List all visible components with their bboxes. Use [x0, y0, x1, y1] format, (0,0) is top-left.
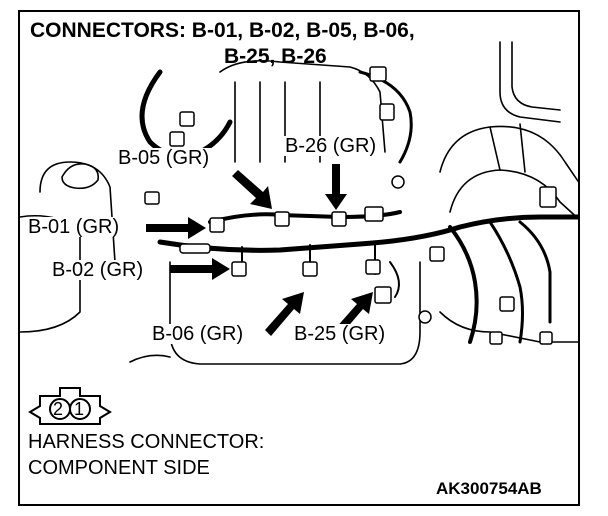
connector-symbol: [28, 387, 112, 425]
misc-connector-10: [539, 331, 553, 345]
callout-b25: B-25 (GR): [292, 323, 388, 345]
diagram-title-line2: B-25, B-26: [224, 45, 327, 68]
pin-1-label: 1: [74, 399, 85, 419]
pin-1-circle: [69, 398, 91, 420]
misc-connector-5: [364, 206, 384, 222]
upper-manifold: [219, 59, 386, 153]
bottom-right-bracket: [439, 311, 578, 343]
right-hose-band: [489, 123, 526, 173]
misc-connector-2: [169, 131, 185, 147]
engine-cover-left: [39, 161, 116, 263]
plug-hose: [179, 243, 211, 254]
misc-connector-3: [369, 66, 387, 82]
arrow-b26: [325, 164, 347, 210]
pin-2-label: 2: [53, 399, 64, 419]
harness-right-branch-2: [488, 220, 524, 344]
right-hose-lower: [449, 169, 578, 220]
connector-b05-b: [274, 211, 290, 227]
left-lower-shape: [129, 354, 171, 363]
right-hose: [439, 125, 578, 183]
figure-code: AK300754AB: [436, 479, 542, 498]
harness-right-branch: [448, 225, 479, 344]
misc-connector-1: [179, 111, 195, 127]
callout-b06: B-06 (GR): [150, 323, 246, 345]
left-housing: [20, 214, 81, 333]
callout-b05: B-05 (GR): [116, 147, 212, 169]
connector-b26: [331, 211, 347, 227]
legend-line1: HARNESS CONNECTOR:: [28, 431, 265, 453]
arrow-b05: [232, 170, 272, 209]
misc-connector-8: [499, 296, 515, 312]
cap-top: [61, 162, 100, 190]
misc-connector-4: [379, 103, 395, 121]
misc-connector-7: [429, 246, 445, 262]
misc-connector-6: [374, 286, 392, 304]
harness-to-b25-plug: [389, 261, 400, 298]
ground-ring: [418, 310, 432, 324]
misc-connector-11: [539, 186, 557, 208]
callout-b26: B-26 (GR): [283, 135, 379, 157]
diagram-title-line1: CONNECTORS: B-01, B-02, B-05, B-06,: [30, 19, 415, 42]
connector-b25: [365, 259, 381, 275]
misc-connector-9: [489, 331, 503, 345]
connector-b05: [209, 217, 225, 233]
connector-b06: [302, 261, 318, 277]
engine-illustration: [20, 41, 578, 425]
harness-right-branch-3: [518, 220, 552, 324]
top-right-pipe: [499, 41, 561, 123]
misc-connector-12: [144, 191, 160, 205]
ground-ring-2: [391, 175, 405, 189]
arrow-b06: [265, 292, 304, 336]
arrow-b02: [170, 258, 230, 280]
callout-b01: B-01 (GR): [26, 216, 122, 238]
diagram-frame: CONNECTORS: B-01, B-02, B-05, B-06, B-25…: [18, 10, 580, 506]
callout-b02: B-02 (GR): [50, 259, 146, 281]
top-right-pipe2: [511, 41, 561, 111]
main-harness: [157, 214, 578, 253]
connector-b02: [231, 261, 247, 277]
upper-manifold-inner: [234, 81, 321, 163]
arrow-b01: [146, 217, 206, 239]
legend-line2: COMPONENT SIDE: [28, 457, 210, 479]
engine-block-outline: [169, 261, 421, 365]
